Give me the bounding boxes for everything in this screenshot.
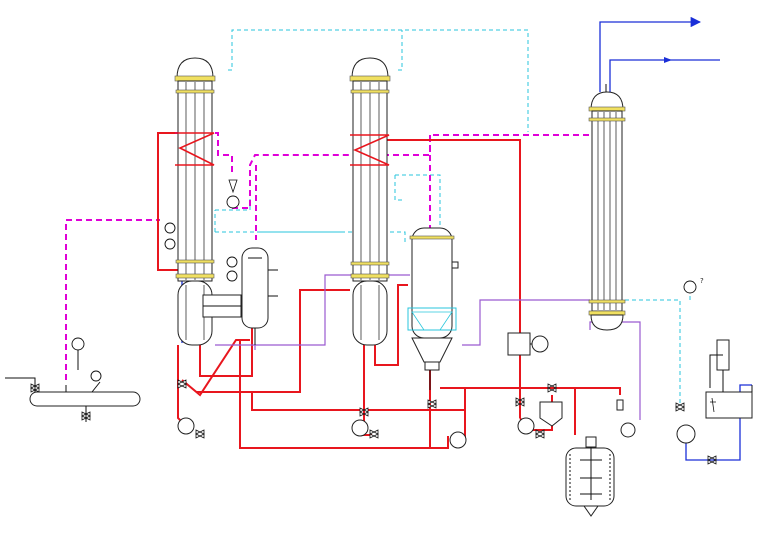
valve-icon [675, 402, 685, 412]
valve-icon [369, 429, 379, 439]
valve-icon [359, 407, 369, 417]
valve-icon [177, 379, 187, 389]
motor-pump [507, 332, 549, 356]
pump-icon [351, 419, 369, 437]
valve-icon [228, 179, 238, 194]
vapor-lines [65, 132, 590, 380]
pump-icon [620, 422, 636, 438]
arrow-left-icon [664, 57, 672, 63]
separator-2 [407, 227, 459, 390]
evaporator-1 [164, 57, 242, 439]
valve-icon [515, 397, 525, 407]
heat-exchanger-icon [350, 134, 390, 166]
agitated-tank-icon [565, 447, 615, 507]
agitated-tank [565, 436, 615, 517]
pressure-gauge-icon [71, 337, 85, 351]
valve-icon [30, 383, 40, 393]
pressure-gauge-icon [164, 238, 176, 250]
valve-icon [427, 399, 437, 409]
water-lines [181, 16, 752, 461]
pressure-gauge-icon [226, 195, 240, 209]
pressure-gauge-icon [683, 280, 697, 294]
receiver-tank-icon [705, 391, 753, 419]
cooling-water-lines [214, 29, 691, 405]
inline-valves [177, 379, 557, 417]
valve-icon [81, 411, 91, 421]
pressure-gauge-icon [90, 370, 102, 382]
pump-icon [177, 417, 195, 435]
pump-icon [676, 424, 696, 444]
unknown-mark-label: ? [700, 277, 704, 285]
feed-tank [5, 337, 141, 422]
pressure-gauge-icon [164, 222, 176, 234]
pump-icon [449, 431, 467, 449]
valve-icon [707, 455, 717, 465]
condenser [588, 84, 626, 331]
heat-exchanger-icon [175, 132, 215, 166]
pump-icon [517, 417, 535, 435]
evaporator-2 [349, 57, 391, 439]
steam-lines [157, 132, 621, 449]
right-side-equipment: ? [616, 277, 753, 465]
receiver-small [449, 401, 563, 449]
valve-icon [547, 383, 557, 393]
pressure-gauge-icon [226, 270, 238, 282]
valve-icon [195, 429, 205, 439]
motor-icon [507, 332, 531, 356]
pressure-gauge-icon [226, 256, 238, 268]
valve-icon [535, 429, 545, 439]
separator-1 [226, 247, 278, 345]
